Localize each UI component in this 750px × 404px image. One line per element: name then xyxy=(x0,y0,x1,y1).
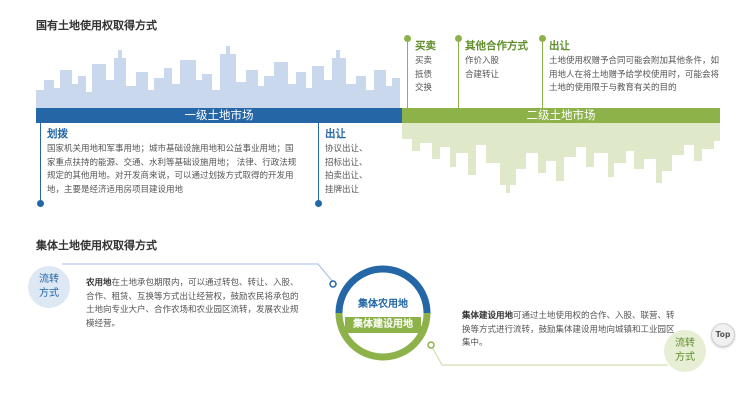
maimai-connector xyxy=(407,38,408,108)
churang-connector xyxy=(318,123,319,203)
ring-label-top: 集体农用地 xyxy=(358,299,408,310)
other-list: 作价入股 合建转让 xyxy=(465,55,499,82)
churang-item: 拍卖出让、 xyxy=(325,171,368,181)
land-type-ring xyxy=(335,265,431,361)
chuzu-heading: 出让 xyxy=(549,40,570,52)
circulation-badge-right: 流转方式 xyxy=(664,330,706,372)
back-to-top-button[interactable]: Top xyxy=(711,323,735,347)
maimai-list: 买卖 抵债 交换 xyxy=(415,55,432,96)
construction-text: 集体建设用地可通过土地使用权的合作、入股、联营、转换等方式进行流转，鼓励集体建设… xyxy=(462,310,682,351)
farmland-text: 农用地在土地承包期限内，可以通过转包、转让、入股、合作、租赁、互换等方式出让经营… xyxy=(86,277,304,331)
maimai-heading: 买卖 xyxy=(415,40,436,52)
other-item: 作价入股 xyxy=(465,56,500,66)
city-skyline-blue xyxy=(36,46,400,110)
primary-market-bar: 一级土地市场 xyxy=(36,108,402,123)
churang-dot xyxy=(315,200,322,207)
construction-label: 集体建设用地 xyxy=(462,311,514,321)
farmland-description: 在土地承包期限内，可以通过转包、转让、入股、合作、租赁、互换等方式出让经营权，鼓… xyxy=(86,278,299,329)
huabo-dot xyxy=(37,200,44,207)
huabo-heading: 划拨 xyxy=(47,128,68,140)
construction-description: 可通过土地使用权的合作、入股、联营、转换等方式进行流转，鼓励集体建设用地向城镇和… xyxy=(462,311,675,348)
maimai-item: 抵债 xyxy=(415,69,433,80)
churang-item: 招标出让、 xyxy=(325,157,368,168)
huabo-text: 国家机关用地和军事用地；城市基础设施用地和公益事业用地；国家重点扶持的能源、交通… xyxy=(47,144,297,195)
churang-item: 协议出让、 xyxy=(325,144,368,154)
maimai-item: 交换 xyxy=(415,83,433,93)
section1-title: 国有土地使用权取得方式 xyxy=(36,19,157,32)
chuzu-text: 土地使用权赠予合同可能会附加其他条件，如用地人在将土地赠予给学校使用时，可能会将… xyxy=(549,56,720,93)
other-item: 合建转让 xyxy=(465,69,500,80)
maimai-item: 买卖 xyxy=(415,56,433,66)
other-connector xyxy=(458,38,459,108)
churang-list: 协议出让、 招标出让、 拍卖出让、 挂牌出让 xyxy=(325,143,368,197)
section2-title: 集体土地使用权取得方式 xyxy=(36,239,157,252)
secondary-market-bar: 二级土地市场 xyxy=(402,108,720,123)
chuzu-connector xyxy=(542,38,543,108)
circulation-badge-left-text: 流转方式 xyxy=(39,274,59,299)
circulation-badge-left: 流转方式 xyxy=(28,266,70,308)
ring-blue-arc xyxy=(335,265,431,314)
churang-item: 挂牌出让 xyxy=(325,184,360,195)
circulation-badge-right-text: 流转方式 xyxy=(675,338,695,363)
ring-label-bottom: 集体建设用地 xyxy=(345,317,421,333)
city-skyline-green xyxy=(402,123,720,193)
churang-heading: 出让 xyxy=(325,128,346,140)
huabo-connector xyxy=(40,123,41,203)
other-heading: 其他合作方式 xyxy=(465,40,528,52)
farmland-label: 农用地 xyxy=(86,278,112,288)
ring-green-arc xyxy=(335,312,431,361)
